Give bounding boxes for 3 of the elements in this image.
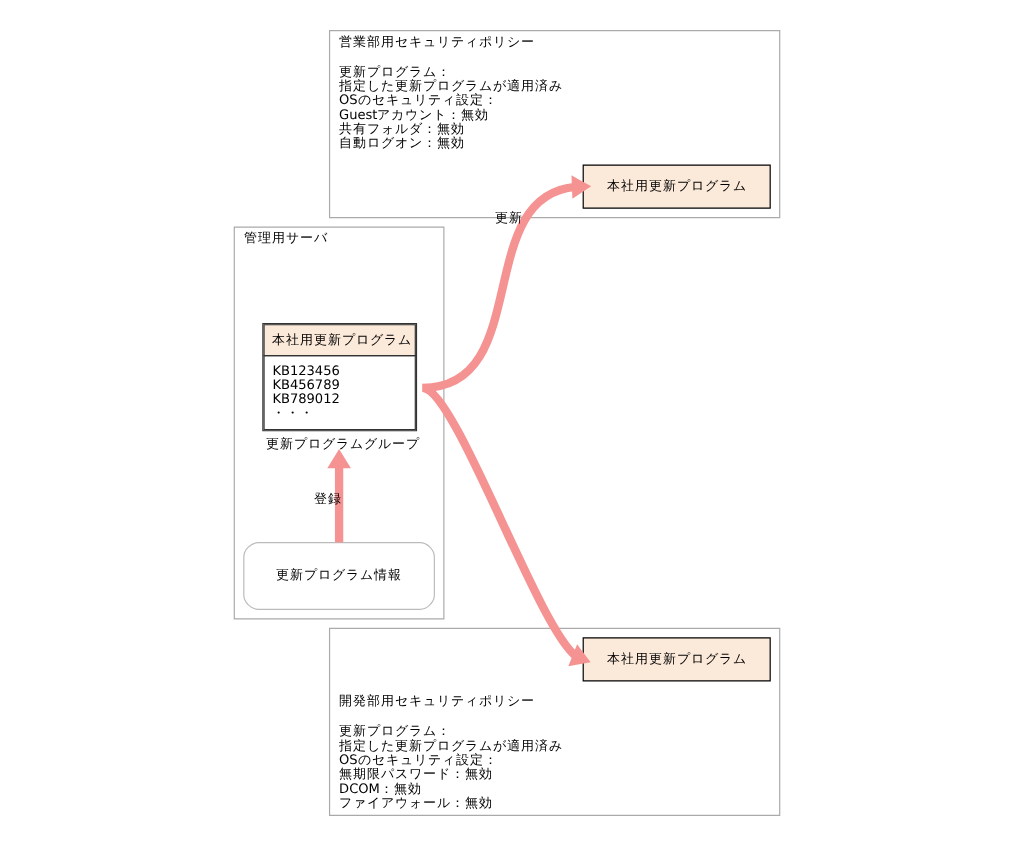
arrow <box>419 384 590 667</box>
arrow <box>326 449 350 543</box>
arrow <box>420 175 591 392</box>
